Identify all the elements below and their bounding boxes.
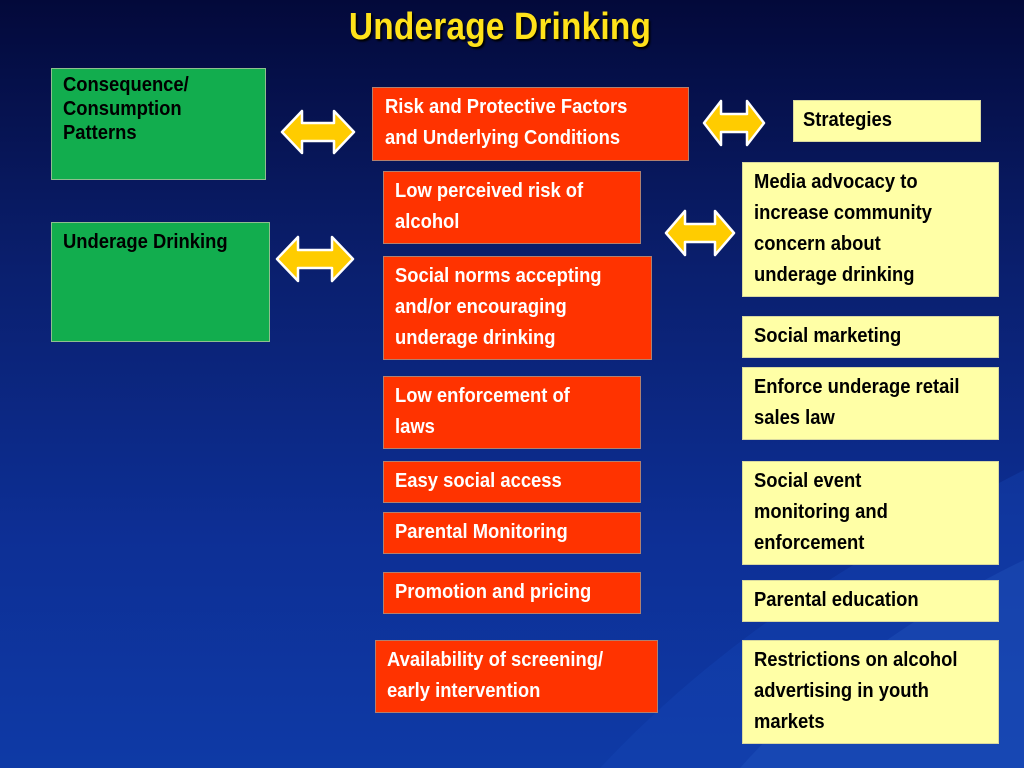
strategy-box: Restrictions on alcohol advertising in y… — [742, 640, 999, 744]
risk-factor-label: Social norms accepting and/or encouragin… — [395, 265, 602, 349]
strategy-label: Enforce underage retail sales law — [754, 376, 960, 429]
risk-factor-label: Low enforcement of laws — [395, 385, 570, 438]
strategies-header-label: Strategies — [803, 109, 892, 131]
page-title: Underage Drinking — [348, 6, 652, 48]
risk-factor-box: Easy social access — [383, 461, 641, 503]
risk-factor-label: Low perceived risk of alcohol — [395, 180, 584, 233]
risk-factor-label: Parental Monitoring — [395, 521, 568, 543]
strategy-label: Parental education — [754, 589, 919, 611]
strategy-label: Social event monitoring and enforcement — [754, 470, 888, 554]
strategy-label: Restrictions on alcohol advertising in y… — [754, 649, 958, 733]
risk-factor-box: Parental Monitoring — [383, 512, 641, 554]
risk-factors-header: Risk and Protective Factors and Underlyi… — [372, 87, 689, 161]
risk-factor-box: Low perceived risk of alcohol — [383, 171, 641, 244]
strategy-box: Enforce underage retail sales law — [742, 367, 999, 440]
risk-factor-box: Promotion and pricing — [383, 572, 641, 614]
strategy-box: Social marketing — [742, 316, 999, 358]
risk-factor-label: Availability of screening/ early interve… — [387, 649, 604, 702]
risk-factors-header-label: Risk and Protective Factors and Underlyi… — [385, 96, 628, 149]
strategies-header: Strategies — [793, 100, 981, 142]
strategy-label: Media advocacy to increase community con… — [754, 171, 932, 286]
consequence-label: Consequence/ Consumption Patterns — [63, 74, 189, 144]
risk-factor-label: Easy social access — [395, 470, 562, 492]
underage-drinking-label: Underage Drinking — [63, 231, 228, 253]
double-arrow-icon — [702, 99, 766, 147]
strategy-box: Social event monitoring and enforcement — [742, 461, 999, 565]
risk-factor-label: Promotion and pricing — [395, 581, 592, 603]
risk-factor-box: Availability of screening/ early interve… — [375, 640, 658, 713]
consequence-box: Consequence/ Consumption Patterns — [51, 68, 266, 180]
strategy-box: Media advocacy to increase community con… — [742, 162, 999, 297]
double-arrow-icon — [664, 209, 736, 257]
underage-drinking-box: Underage Drinking — [51, 222, 270, 342]
strategy-label: Social marketing — [754, 325, 902, 347]
risk-factor-box: Low enforcement of laws — [383, 376, 641, 449]
strategy-box: Parental education — [742, 580, 999, 622]
double-arrow-icon — [275, 235, 355, 283]
double-arrow-icon — [280, 109, 356, 155]
risk-factor-box: Social norms accepting and/or encouragin… — [383, 256, 652, 360]
